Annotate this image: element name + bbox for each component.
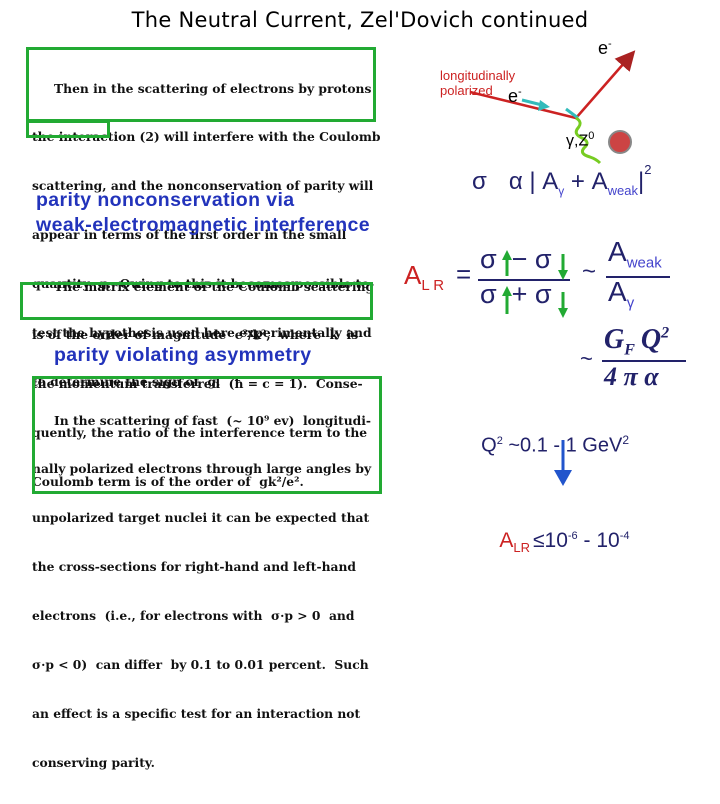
approx-symbol: ~	[582, 258, 597, 285]
down-arrow-icon	[558, 308, 568, 318]
fraction-bar	[478, 279, 570, 281]
electron-out-line	[575, 50, 636, 119]
ratio-bar	[606, 276, 670, 278]
equals-sign: =	[456, 259, 472, 289]
block1-line: test the hypothesis used here experiment…	[32, 325, 372, 341]
amp-a: A	[608, 276, 627, 307]
page-title: The Neutral Current, Zel'Dovich continue…	[131, 8, 589, 32]
q-sup: 2	[496, 435, 503, 447]
block2-line: Coulomb term is of the order of gk²/e².	[32, 474, 304, 490]
block3-line: conserving parity.	[32, 754, 155, 770]
cross-section-eq: σ α | Aγ + Aweak|2	[472, 162, 651, 198]
gamma-sub: γ	[626, 294, 635, 312]
gf-sub: F	[624, 341, 635, 359]
plus-a: + A	[564, 168, 608, 195]
leq-symbol: ≤	[533, 529, 545, 552]
heading-line: parity nonconservation via	[36, 189, 295, 211]
block1-line: scattering, and the nonconservation of p…	[32, 178, 374, 194]
block2-line: is of the order of magnitude e²/k², wher…	[32, 327, 359, 343]
fermi-bar	[602, 360, 686, 362]
exp: -4	[619, 530, 630, 542]
up-arrow-icon	[502, 286, 512, 296]
heading-asymmetry: parity violating asymmetry	[54, 344, 312, 366]
highlight-box	[32, 376, 382, 494]
amp-ratio-den: Aγ	[608, 276, 634, 312]
boson-label: γ,Z0	[566, 130, 594, 150]
range-dash: - 10	[577, 529, 620, 552]
electron-charge: -	[518, 86, 522, 98]
fermi-den: 4 π α	[604, 362, 659, 391]
square-sup: 2	[644, 162, 652, 177]
block3-line: In the scattering of fast (~ 10⁹ ev) lon…	[54, 412, 372, 428]
highlight-box	[26, 120, 110, 138]
boson-wavy-line	[574, 116, 602, 165]
q2-range-text: ~0.1 - 1 GeV	[508, 434, 623, 457]
asym-numerator: σ − σ	[480, 244, 552, 274]
gamma-sub: γ	[558, 183, 565, 198]
weak-sub: weak	[607, 182, 638, 198]
exp: -6	[567, 530, 578, 542]
down-arrow-icon	[558, 270, 568, 280]
highlight-box	[26, 47, 376, 122]
alr-a: A	[499, 529, 514, 552]
amp-ratio-num: Aweak	[608, 236, 662, 272]
block3-line: nally polarized electrons through large …	[32, 461, 372, 477]
q-symbol: Q	[640, 324, 662, 355]
electron-in-line	[469, 90, 577, 120]
helicity-arrows	[502, 250, 568, 318]
alr-a: A	[404, 260, 422, 290]
sigma-symbol: σ	[472, 168, 487, 195]
block2-line: the momentum transferred (ħ = c = 1). Co…	[32, 376, 363, 392]
block3-line: the cross-sections for right-hand and le…	[32, 559, 357, 575]
target-nucleus-icon	[608, 130, 632, 154]
boson-symbol: γ,Z	[566, 132, 589, 150]
alr-sub: LR	[513, 540, 530, 556]
scattering-diagram	[469, 50, 636, 165]
block1-line: appear in terms of the first order in th…	[32, 227, 347, 243]
alpha-abs: α | A	[508, 168, 559, 195]
spin-arrow-icon	[538, 100, 550, 111]
q-symbol: Q	[481, 434, 497, 457]
boson-sup: 0	[588, 130, 595, 142]
asym-denominator: σ + σ	[480, 279, 552, 309]
electron-symbol: e	[508, 86, 519, 106]
spin-arrow-icon	[565, 107, 579, 120]
approx-symbol: ~	[580, 346, 593, 371]
diagram-label: longitudinally polarized	[440, 68, 515, 98]
weak-sub: weak	[626, 254, 662, 272]
block1-line: Then in the scattering of electrons by p…	[54, 80, 372, 96]
alr-sub: L R	[421, 277, 445, 295]
electron-in-label: e-	[508, 86, 522, 107]
heading-line: weak-electromagnetic interference	[36, 214, 370, 236]
alr-bound: ALR≤10-6 - 10-4	[486, 504, 629, 555]
block3-line: an effect is a specific test for an inte…	[32, 705, 361, 721]
diagram-label-line: polarized	[440, 83, 493, 98]
amp-a: A	[608, 236, 627, 267]
alr-symbol: AL R	[404, 260, 444, 294]
q2-range: Q2 ~0.1 - 1 GeV2	[470, 410, 629, 458]
down-arrow-icon	[554, 440, 572, 486]
abs-close: |	[637, 168, 645, 195]
heading-interference: parity nonconservation via weak-electrom…	[36, 188, 370, 238]
unit-sup: 2	[622, 433, 630, 447]
block2: The matrix element of the Coulomb scatte…	[32, 246, 374, 523]
diagram-label-line: longitudinally	[440, 68, 516, 83]
gf-g: G	[604, 324, 625, 355]
block2-line: quently, the ratio of the interference t…	[32, 425, 368, 441]
highlight-box	[20, 282, 373, 320]
ten: 10	[544, 529, 568, 552]
electron-out-label: e-	[598, 38, 612, 59]
block3-line: σ·p < 0) can differ by 0.1 to 0.01 perce…	[32, 657, 369, 673]
block3-line: electrons (i.e., for electrons with σ·p …	[32, 608, 355, 624]
electron-symbol: e	[598, 38, 609, 58]
electron-charge: -	[608, 38, 612, 50]
block3-line: unpolarized target nuclei it can be expe…	[32, 510, 370, 526]
q-sup: 2	[661, 324, 670, 342]
up-arrow-icon	[502, 250, 512, 260]
